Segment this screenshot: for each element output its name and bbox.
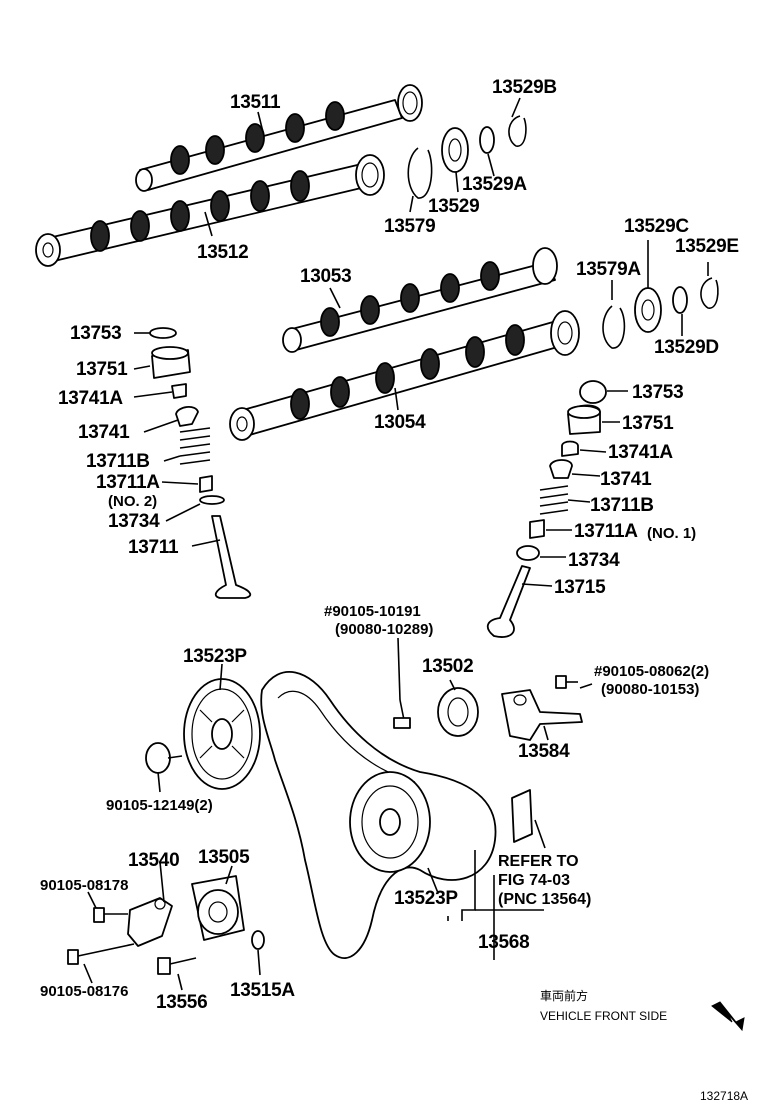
tensioner-13505: [191, 875, 245, 941]
ring-13529a: [479, 126, 495, 154]
label-13741a-left: 13741A: [58, 388, 123, 409]
direction-label-jp: 車両前方: [540, 988, 588, 1003]
label-no2: (NO. 2): [108, 493, 157, 510]
label-13053: 13053: [300, 266, 351, 287]
label-13556: 13556: [156, 992, 207, 1013]
label-13540: 13540: [128, 850, 179, 871]
label-90080-10289: (90080-10289): [335, 621, 433, 638]
label-13529c: 13529C: [624, 216, 689, 237]
label-13711b-left: 13711B: [86, 451, 150, 472]
direction-label-en: VEHICLE FRONT SIDE: [540, 1009, 667, 1023]
cover-ref: [511, 789, 533, 843]
bolt-90105-12149: [145, 742, 183, 774]
front-direction-arrow: [711, 1001, 745, 1032]
ring-13529d: [672, 286, 688, 314]
bracket-13584: [501, 689, 583, 741]
label-no1: (NO. 1): [647, 525, 696, 542]
snap-ring-13579a: [602, 305, 626, 349]
label-13751-right: 13751: [622, 413, 674, 434]
label-13505: 13505: [198, 847, 250, 868]
bolt-90105-10191: [393, 699, 411, 729]
camshaft-13511: [135, 84, 423, 192]
snap-ring-13579: [407, 147, 433, 199]
label-13529a: 13529A: [462, 174, 527, 195]
bolt-90105-08176: [67, 943, 135, 965]
label-13753-right: 13753: [632, 382, 683, 403]
label-13751-left: 13751: [76, 359, 128, 380]
label-13529d: 13529D: [654, 337, 719, 358]
label-90105-10191: #90105-10191: [324, 603, 421, 620]
label-13753-left: 13753: [70, 323, 121, 344]
washer-13515a: [251, 930, 265, 950]
label-13711a-left: 13711A: [96, 472, 160, 493]
label-13711-left: 13711: [128, 537, 179, 558]
refer-line-1: REFER TO: [498, 853, 579, 870]
label-13568: 13568: [478, 932, 529, 953]
label-13579: 13579: [384, 216, 435, 237]
label-13715-right: 13715: [554, 577, 606, 598]
idler-13502: [437, 687, 479, 737]
label-13512: 13512: [197, 242, 248, 263]
valve-stack-left: [149, 327, 252, 599]
bolt-13556: [157, 957, 197, 975]
label-13734-left: 13734: [108, 511, 160, 532]
label-90105-12149: 90105-12149(2): [106, 797, 213, 814]
clip-13529b: [508, 115, 527, 147]
label-90105-08176: 90105-08176: [40, 983, 128, 1000]
label-13741a-right: 13741A: [608, 442, 673, 463]
label-90105-08178: 90105-08178: [40, 877, 128, 894]
label-13529: 13529: [428, 196, 479, 217]
label-90080-10153: (90080-10153): [601, 681, 699, 698]
label-13584: 13584: [518, 741, 570, 762]
camshaft-13053: [282, 247, 558, 353]
label-13523p-lower: 13523P: [394, 888, 458, 909]
label-13734-right: 13734: [568, 550, 620, 571]
tensioner-lever-13540: [127, 897, 173, 947]
label-13502: 13502: [422, 656, 473, 677]
pulley-13523p-upper: [183, 678, 261, 790]
label-13579a: 13579A: [576, 259, 641, 280]
refer-line-2: FIG 74-03: [498, 872, 570, 889]
clip-13529e: [700, 277, 719, 309]
label-13741-right: 13741: [600, 469, 652, 490]
label-13529e: 13529E: [675, 236, 739, 257]
label-90105-08062: #90105-08062(2): [594, 663, 709, 680]
label-13711a-right: 13711A: [574, 521, 638, 542]
label-13529b: 13529B: [492, 77, 557, 98]
label-13515a: 13515A: [230, 980, 295, 1001]
gear-13529: [441, 127, 469, 173]
label-13741-left: 13741: [78, 422, 130, 443]
camshaft-13512: [35, 154, 385, 267]
refer-line-3: (PNC 13564): [498, 891, 591, 908]
bolt-90105-08062: [555, 675, 578, 689]
label-13711b-right: 13711B: [590, 495, 654, 516]
valve-stack-right: [486, 380, 607, 638]
pulley-13523p-lower: [349, 771, 431, 873]
label-13054: 13054: [374, 412, 426, 433]
label-13523p-upper: 13523P: [183, 646, 247, 667]
bolt-90105-08178: [93, 907, 128, 923]
figure-id: 132718A: [700, 1089, 748, 1103]
gear-13529c: [634, 287, 662, 333]
camshaft-13054: [229, 310, 580, 441]
label-13511: 13511: [230, 92, 281, 113]
